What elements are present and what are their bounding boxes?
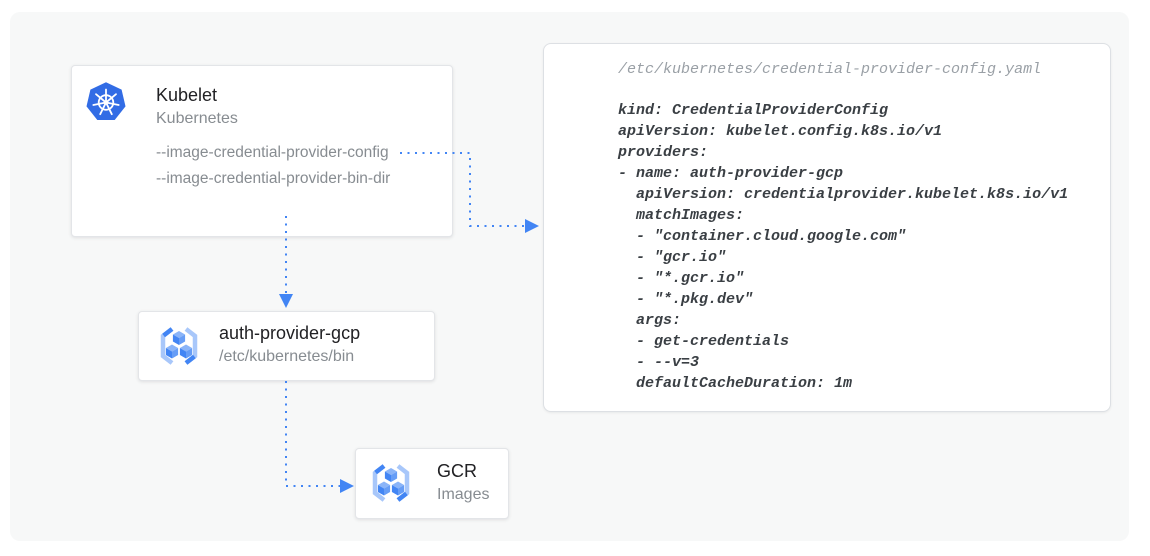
kubelet-flags: --image-credential-provider-config --ima…: [156, 140, 390, 192]
gcr-title: GCR: [437, 461, 477, 481]
gcr-registry-icon: [369, 461, 413, 505]
gcr-registry-icon: [157, 324, 201, 368]
kubernetes-logo-icon: [86, 82, 126, 122]
auth-provider-path: /etc/kubernetes/bin: [219, 348, 355, 365]
auth-provider-title: auth-provider-gcp: [219, 323, 361, 343]
gcr-subtitle: Images: [437, 486, 490, 503]
kubelet-flag-bin-dir: --image-credential-provider-bin-dir: [156, 170, 391, 187]
auth-provider-node: auth-provider-gcp /etc/kubernetes/bin: [138, 311, 435, 381]
yaml-filename: /etc/kubernetes/credential-provider-conf…: [618, 61, 1042, 78]
cube-bottom-right: [179, 344, 193, 359]
yaml-config-panel: /etc/kubernetes/credential-provider-conf…: [543, 43, 1111, 412]
cube-bottom-left: [165, 344, 179, 359]
kubelet-subtitle: Kubernetes: [156, 110, 238, 127]
kubelet-title: Kubelet: [156, 85, 218, 105]
gcr-node: GCR Images: [355, 448, 509, 519]
kubelet-flag-config: --image-credential-provider-config: [156, 144, 389, 161]
yaml-code: kind: CredentialProviderConfig apiVersio…: [618, 102, 1069, 392]
cube-top-center: [172, 331, 186, 345]
kubelet-node: Kubelet Kubernetes --image-credential-pr…: [71, 65, 453, 237]
